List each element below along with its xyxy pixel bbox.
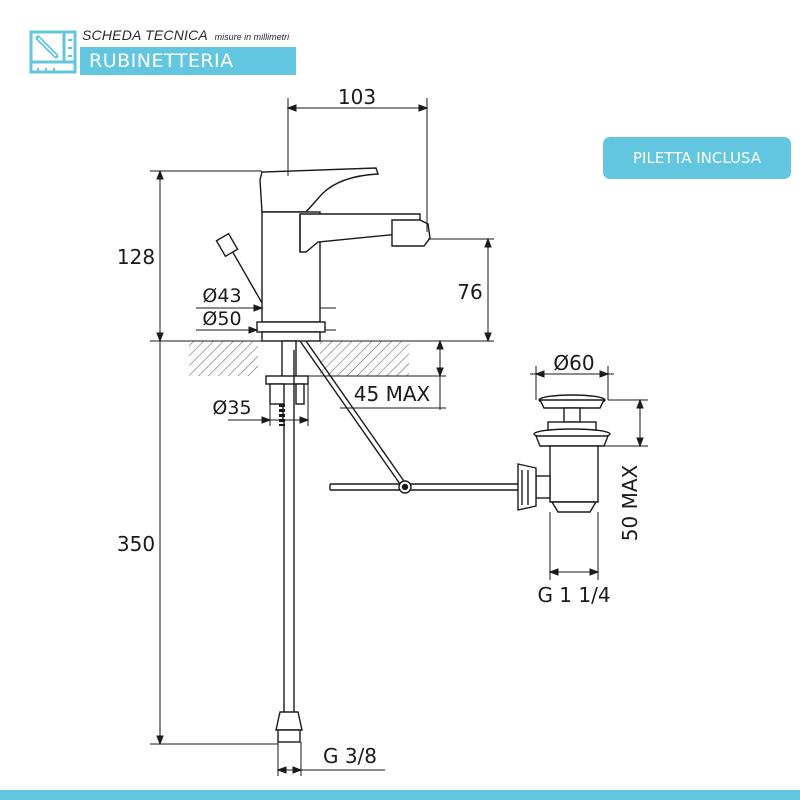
dimension-hole-35 bbox=[228, 384, 310, 426]
ruler-pencil-icon bbox=[29, 30, 77, 74]
category-band: RUBINETTERIA bbox=[80, 47, 296, 75]
label-drain-60: Ø60 bbox=[553, 351, 594, 375]
label-width-103: 103 bbox=[338, 85, 376, 109]
label-body-diameter: Ø43 bbox=[202, 285, 241, 307]
dimension-base-diameters bbox=[196, 304, 336, 334]
dimension-height-128 bbox=[150, 169, 262, 343]
label-height-128: 128 bbox=[117, 245, 155, 269]
sheet-title: SCHEDA TECNICA misure in millimetri bbox=[82, 27, 289, 43]
faucet-body bbox=[256, 167, 431, 342]
dimension-hose-thread bbox=[276, 742, 385, 776]
label-counter-45: 45 MAX bbox=[354, 382, 431, 406]
label-base-diameter: Ø50 bbox=[202, 308, 241, 330]
label-spout-76: 76 bbox=[457, 280, 482, 304]
sheet-subtitle: misure in millimetri bbox=[214, 32, 290, 42]
bottom-accent-bar bbox=[0, 790, 800, 800]
dimension-drain-height bbox=[604, 398, 648, 448]
dimension-drain-60 bbox=[530, 366, 614, 400]
dimension-width-103 bbox=[286, 98, 429, 232]
dimension-spout-76 bbox=[320, 237, 494, 343]
flexible-hose bbox=[275, 350, 303, 743]
label-drain-thread: G 1 1/4 bbox=[537, 583, 610, 607]
dimension-hose-350 bbox=[150, 341, 278, 746]
dimension-counter-45 bbox=[308, 339, 446, 410]
label-hose-350: 350 bbox=[117, 532, 155, 556]
label-hose-thread: G 3/8 bbox=[323, 744, 377, 768]
dimension-drain-thread bbox=[548, 512, 600, 580]
label-hole-35: Ø35 bbox=[212, 397, 251, 419]
label-drain-height: 50 MAX bbox=[618, 464, 642, 541]
drain-assembly bbox=[517, 394, 611, 513]
sheet-title-text: SCHEDA TECNICA bbox=[82, 27, 208, 43]
countertop bbox=[150, 340, 450, 376]
popup-lever bbox=[215, 232, 263, 304]
pull-rod bbox=[299, 340, 520, 494]
included-drain-badge: PILETTA INCLUSA bbox=[603, 137, 791, 179]
